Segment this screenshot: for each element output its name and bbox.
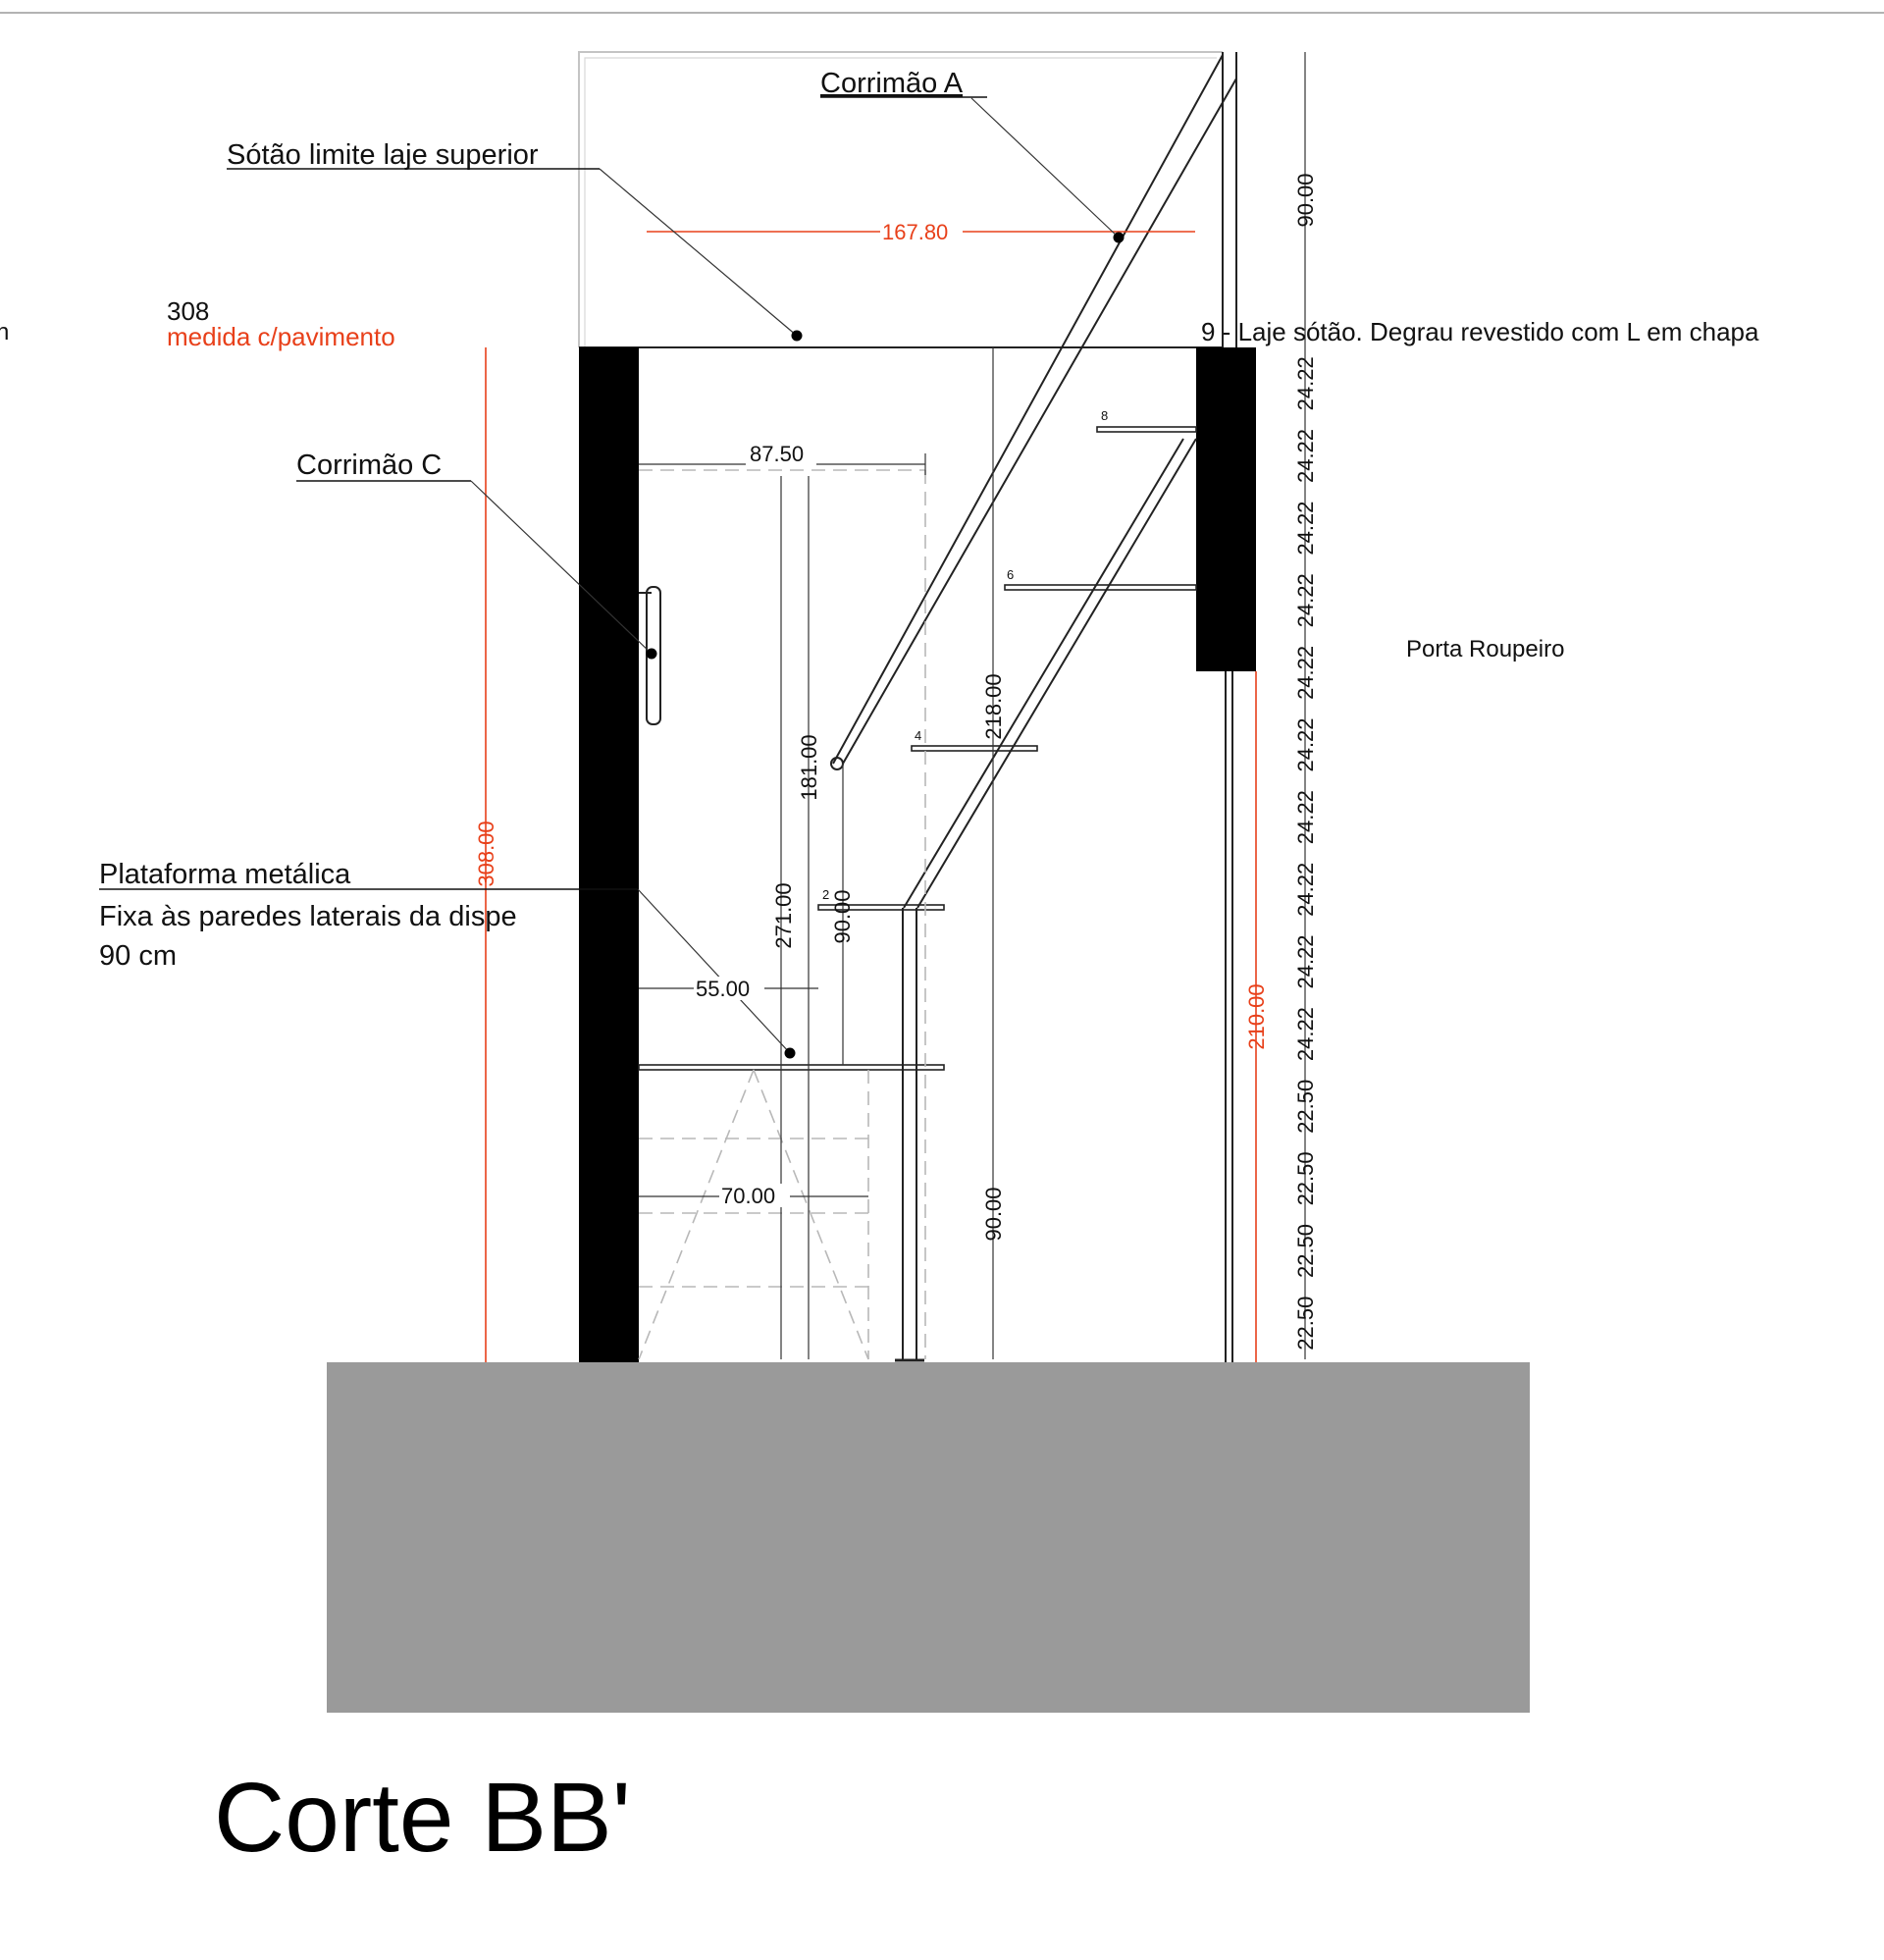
- level-value: 308: [167, 296, 209, 326]
- dim-bg-167: [880, 220, 963, 243]
- step-2: [817, 904, 945, 911]
- label-sotao: Sótão limite laje superior: [227, 139, 539, 171]
- right-wall-upper: [1196, 347, 1256, 671]
- handrail-a-upper: [832, 54, 1224, 765]
- riser-dimension-2: 24.22: [1293, 429, 1318, 483]
- label-plataforma-2: Fixa às paredes laterais da dispe: [99, 901, 517, 932]
- metal-platform: [638, 1064, 945, 1071]
- ground-block: [327, 1362, 1530, 1713]
- dashed-door: [638, 469, 926, 1360]
- step-label-4: 4: [915, 728, 921, 743]
- riser-dimension-1: 24.22: [1293, 356, 1318, 410]
- stringer-lower: [916, 438, 1197, 909]
- riser-dimension-4: 24.22: [1293, 573, 1318, 627]
- drawing-title: Corte BB': [214, 1763, 631, 1873]
- step-label-6: 6: [1007, 567, 1014, 582]
- dim-210-00: 210.00: [1244, 983, 1269, 1049]
- label-laje-sotao: 9 - Laje sótão. Degrau revestido com L e…: [1201, 317, 1759, 346]
- dim-90-top: 90.00: [1293, 173, 1318, 227]
- dim-271-00: 271.00: [771, 882, 796, 948]
- leader-dot-platform: [784, 1047, 796, 1059]
- step-label-2: 2: [822, 887, 829, 902]
- dim-90-mid: 90.00: [830, 889, 855, 943]
- attic-outline: [578, 51, 1223, 347]
- stringer-upper: [903, 438, 1184, 909]
- riser-dimension-12: 22.50: [1293, 1151, 1318, 1205]
- step-label-8: 8: [1101, 408, 1108, 423]
- leader-dot-c: [646, 648, 657, 660]
- handrail-a-lower: [842, 78, 1237, 765]
- riser-dimension-chain: 24.22 24.22 24.22 24.22 24.22 24.22 24.22 24.22…: [1293, 356, 1318, 1350]
- riser-dimension-10: 24.22: [1293, 1007, 1318, 1061]
- riser-dimension-13: 22.50: [1293, 1224, 1318, 1278]
- attic-outline-inner: [584, 57, 1217, 347]
- step-8: [1096, 426, 1197, 433]
- riser-dimension-3: 24.22: [1293, 502, 1318, 556]
- riser-dimension-14: 22.50: [1293, 1297, 1318, 1351]
- dim-218-00: 218.00: [981, 673, 1006, 739]
- label-porta-roupeiro: Porta Roupeiro: [1406, 636, 1564, 662]
- label-corrimao-a: Corrimão A: [820, 68, 964, 99]
- riser-dimension-9: 24.22: [1293, 934, 1318, 988]
- dimension-lines: [639, 52, 1306, 1359]
- dim-55-00: 55.00: [696, 977, 750, 1001]
- left-edge-char: n: [0, 319, 9, 345]
- handrail-a-end: [830, 757, 844, 770]
- label-corrimao-c: Corrimão C: [296, 450, 442, 481]
- dim-bg-87: [746, 443, 816, 466]
- dim-181-00: 181.00: [797, 734, 821, 800]
- riser-dimension-11: 22.50: [1293, 1080, 1318, 1134]
- dim-167-80: 167.80: [882, 220, 948, 244]
- step-4: [911, 745, 1038, 752]
- level-note: medida c/pavimento: [167, 322, 395, 351]
- left-wall: [579, 347, 639, 1362]
- leader-dot-a: [1113, 232, 1125, 243]
- riser-dimension-5: 24.22: [1293, 646, 1318, 700]
- riser-dimension-7: 24.22: [1293, 790, 1318, 844]
- label-plataforma-3: 90 cm: [99, 940, 177, 972]
- dim-87-50: 87.50: [750, 442, 804, 466]
- step-6: [1004, 584, 1197, 591]
- leader-dot-slab: [791, 330, 803, 342]
- riser-dimension-8: 24.22: [1293, 863, 1318, 917]
- dim-bg-55: [694, 977, 764, 1000]
- dim-308-00: 308.00: [474, 821, 498, 886]
- dim-90-low: 90.00: [981, 1187, 1006, 1241]
- dim-70-00: 70.00: [721, 1184, 775, 1208]
- leader-lines: [470, 97, 1120, 1054]
- dim-bg-70: [719, 1184, 790, 1207]
- label-plataforma-1: Plataforma metálica: [99, 859, 351, 890]
- riser-dimension-6: 24.22: [1293, 717, 1318, 771]
